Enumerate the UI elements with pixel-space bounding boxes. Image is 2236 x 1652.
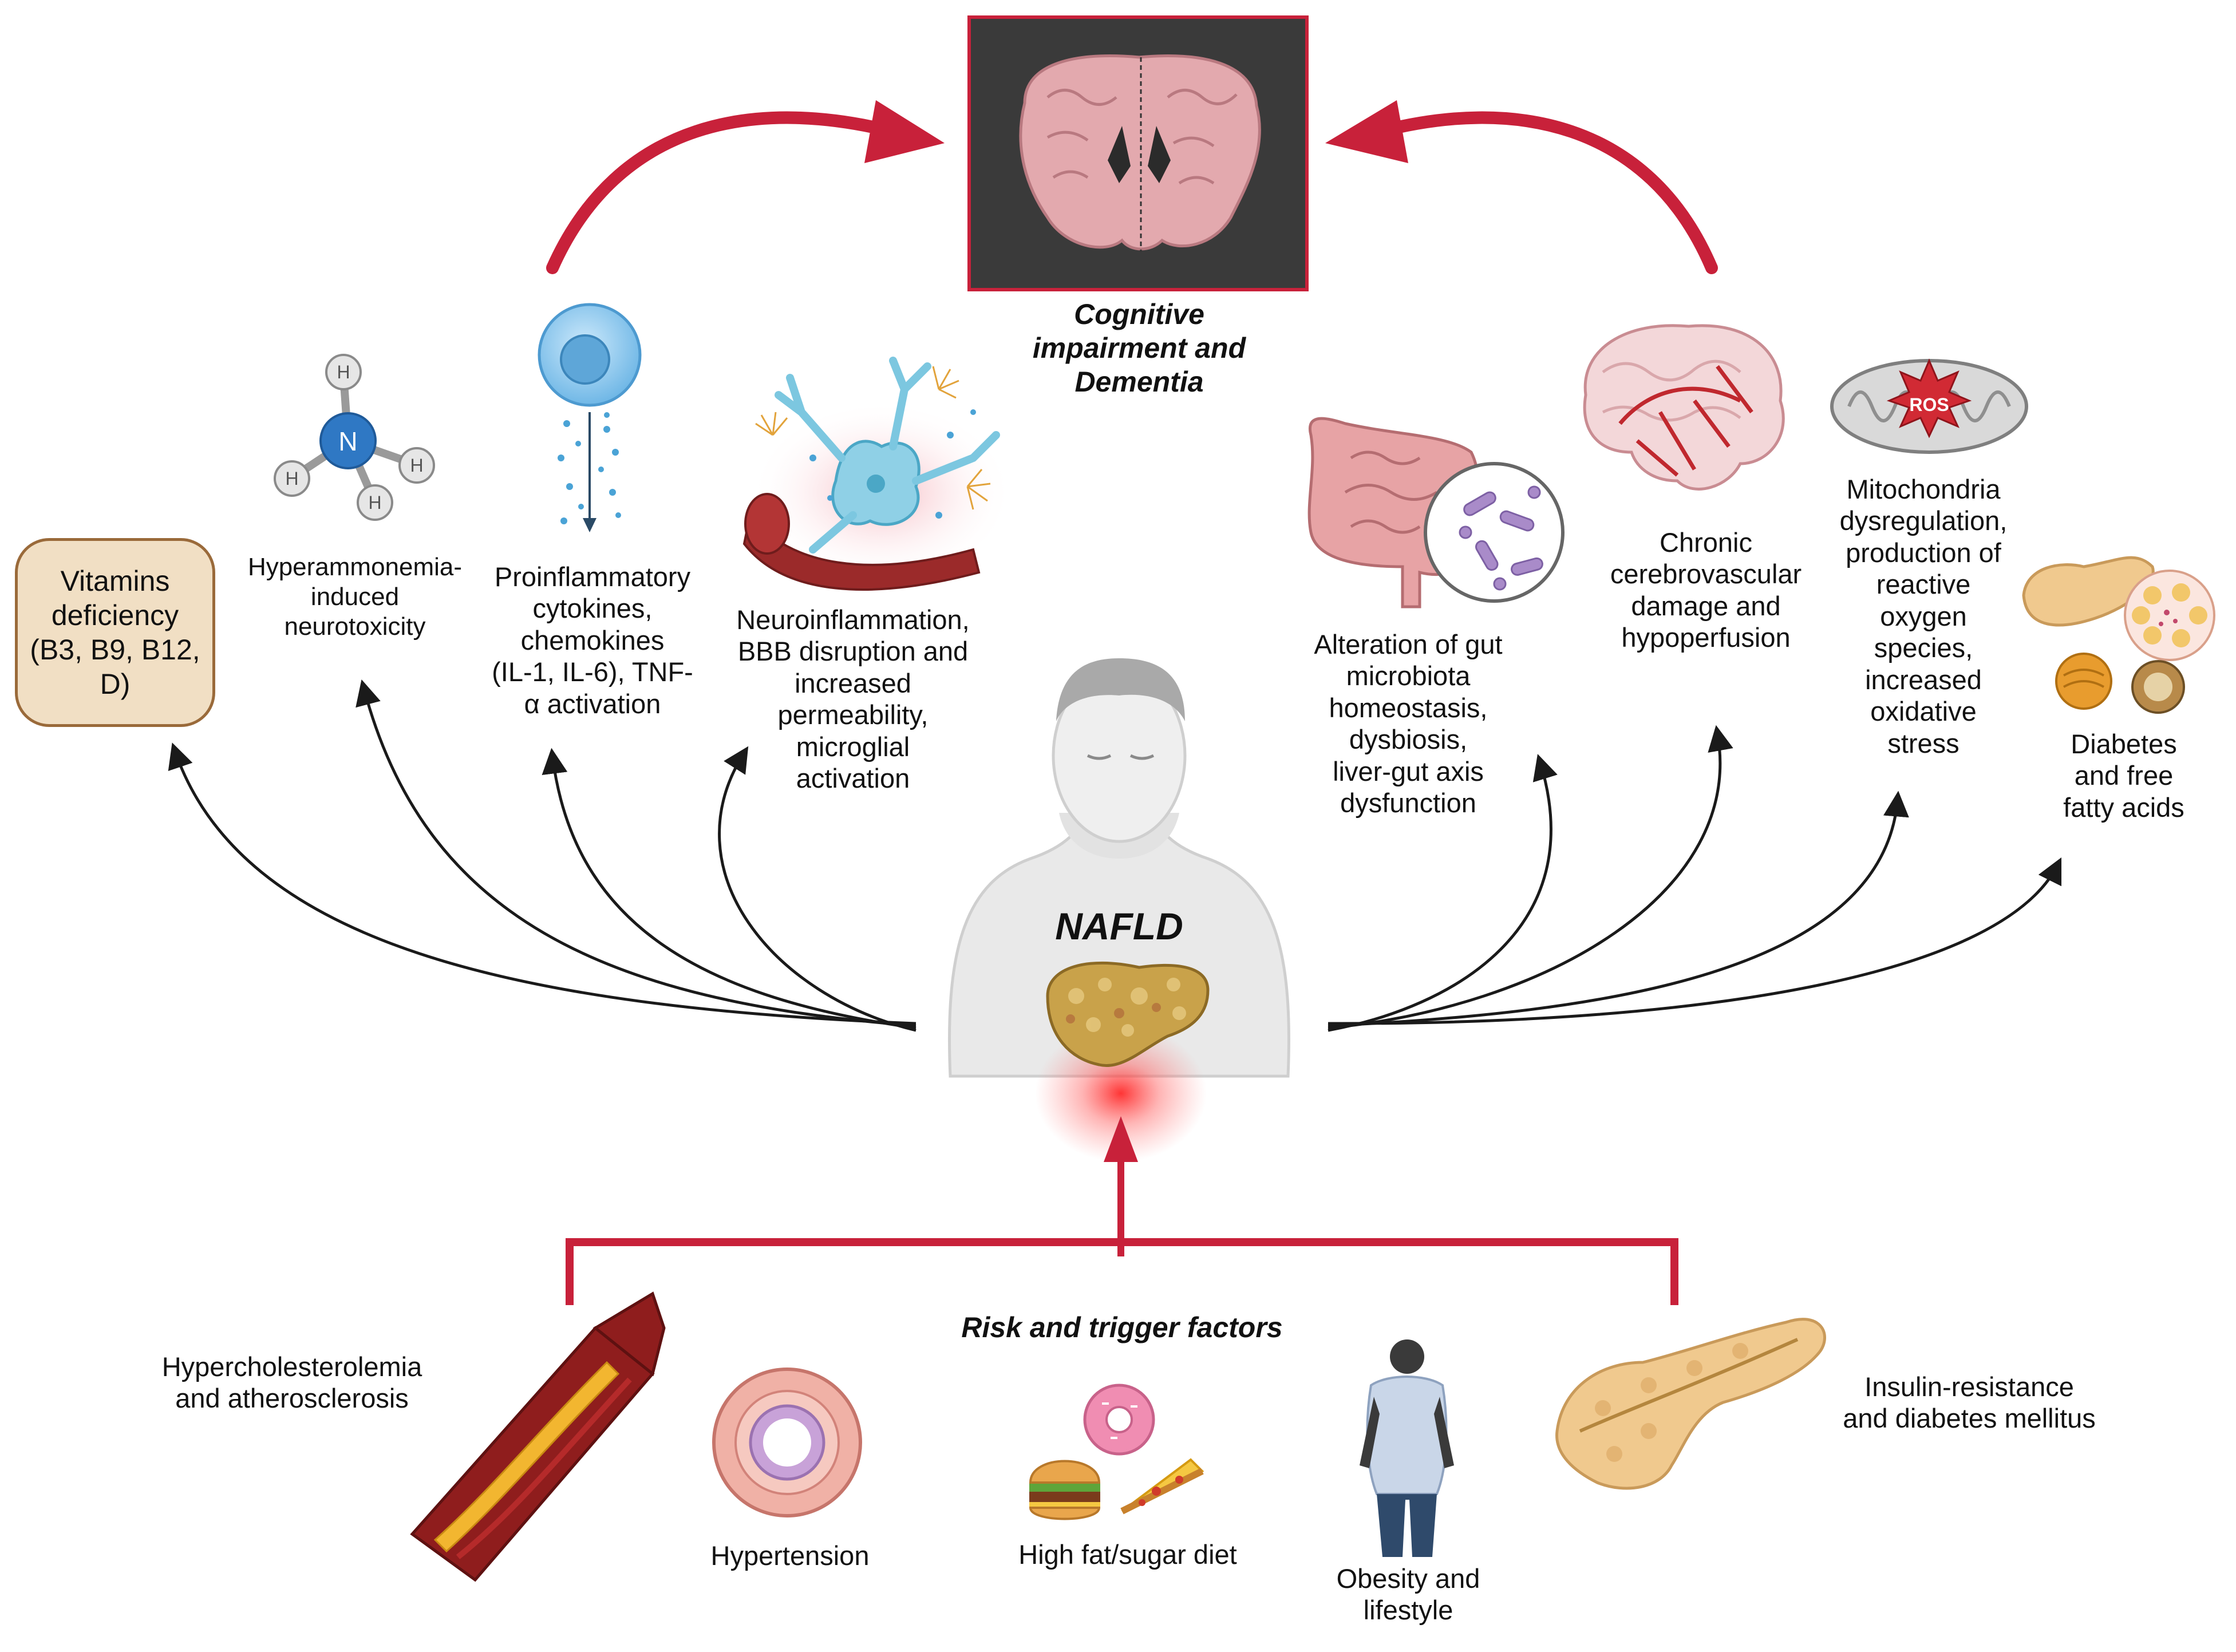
outcome-title: Cognitive impairment and Dementia: [1032, 298, 1246, 398]
neuron-vessel-icon: [742, 357, 1013, 591]
mitochondria-icon: ROS: [1830, 358, 2028, 454]
outcome-brain-frame: [969, 17, 1307, 290]
h-atom-label: H: [337, 362, 350, 382]
neuroinflammation-label: Neuroinflammation, BBB disruption and in…: [736, 604, 970, 794]
gut-microbiota-label: Alteration of gut microbiota homeostasis…: [1314, 629, 1503, 819]
vitamins-label: Vitamins deficiency (B3, B9, B12, D): [30, 565, 200, 700]
nafld-label: NAFLD: [1055, 905, 1183, 947]
cholesterol-label: Hypercholesterolemia and atherosclerosis: [161, 1351, 422, 1414]
brain-vessels-icon: [1583, 324, 1785, 491]
obesity-label: Obesity and lifestyle: [1336, 1563, 1480, 1626]
intestine-bacteria-icon: [1307, 417, 1565, 608]
red-curved-arrow-right: [1325, 100, 1718, 274]
risk-factors-title: Risk and trigger factors: [961, 1311, 1283, 1343]
h-atom-label: H: [368, 492, 381, 513]
fatty-liver-icon: [1046, 961, 1210, 1067]
diabetes-ffa-label: Diabetes and free fatty acids: [2063, 729, 2184, 823]
artery-plaque-icon: [410, 1291, 666, 1582]
mitochondria-label: Mitochondria dysregulation, production o…: [1839, 474, 2008, 758]
hyperammonemia-label: Hyperammonemia- induced neurotoxicity: [247, 553, 463, 641]
h-atom-label: H: [285, 468, 298, 489]
insulin-resistance-label: Insulin-resistance and diabetes mellitus: [1843, 1372, 2096, 1434]
immune-cell-icon: [538, 303, 642, 532]
inflammation-glow: [1035, 1025, 1207, 1162]
ros-badge: ROS: [1909, 394, 1949, 415]
cerebrovascular-label: Chronic cerebrovascular damage and hypop…: [1610, 527, 1802, 653]
h-atom-label: H: [410, 455, 423, 476]
red-curved-arrow-left: [546, 100, 945, 274]
vessel-cross-section-icon: [712, 1368, 862, 1517]
pancreas-fat-icon: [2022, 556, 2215, 714]
pancreas-icon: [1555, 1318, 1826, 1490]
risk-bracket: [566, 1116, 1678, 1305]
coronal-brain-icon: [967, 15, 1309, 291]
junk-food-icon: [1029, 1384, 1204, 1520]
human-body-icon: [948, 658, 1290, 1078]
obese-person-icon: [1360, 1339, 1454, 1557]
vitamins-deficiency-box: Vitamins deficiency (B3, B9, B12, D): [15, 538, 215, 727]
cytokines-label: Proinflammatory cytokines, chemokines (I…: [492, 562, 693, 719]
hypertension-label: Hypertension: [710, 1540, 870, 1571]
diet-label: High fat/sugar diet: [1018, 1539, 1237, 1570]
arrows-to-mechanisms: [168, 679, 2062, 1032]
ammonia-molecule-icon: H H H H N: [274, 354, 435, 521]
n-atom-label: N: [338, 426, 357, 456]
